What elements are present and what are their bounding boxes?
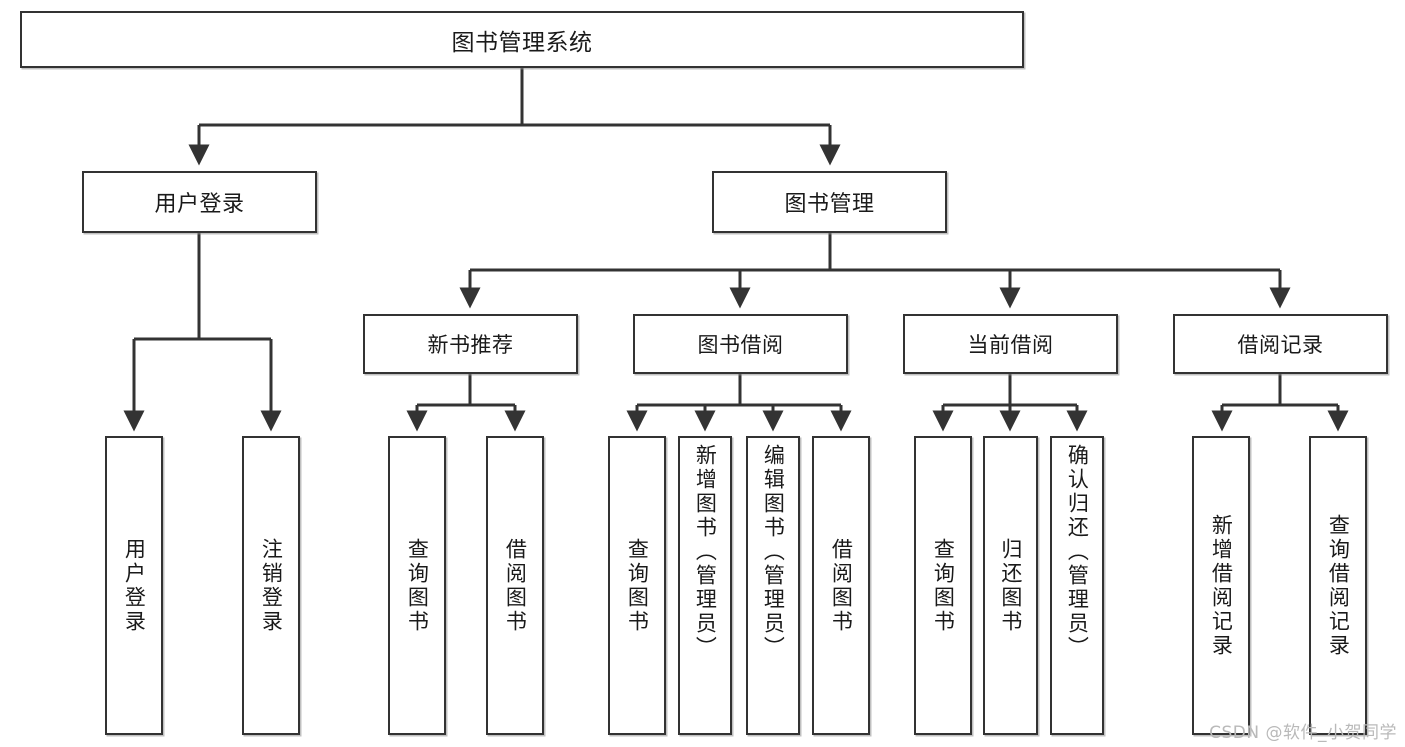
- leaf-current-borrow-return-label: 归还图书: [998, 537, 1023, 634]
- node-borrow-record-label: 借阅记录: [1237, 333, 1324, 357]
- leaf-book-borrow-edit-label: 编辑图书（管理员）: [761, 444, 786, 660]
- leaf-user-login-signin[interactable]: 用户登录: [105, 436, 163, 735]
- leaf-current-borrow-return[interactable]: 归还图书: [983, 436, 1038, 735]
- leaf-user-login-signout[interactable]: 注销登录: [242, 436, 300, 735]
- node-book-manage[interactable]: 图书管理: [712, 171, 947, 233]
- leaf-borrow-record-query[interactable]: 查询借阅记录: [1309, 436, 1367, 735]
- leaf-book-borrow-add[interactable]: 新增图书（管理员）: [678, 436, 732, 735]
- leaf-user-login-signout-label: 注销登录: [259, 537, 284, 634]
- node-current-borrow[interactable]: 当前借阅: [903, 314, 1118, 374]
- leaf-current-borrow-confirm[interactable]: 确认归还（管理员）: [1050, 436, 1104, 735]
- leaf-book-borrow-lend-label: 借阅图书: [829, 537, 854, 634]
- leaf-current-borrow-confirm-label: 确认归还（管理员）: [1065, 444, 1090, 660]
- leaf-book-borrow-edit[interactable]: 编辑图书（管理员）: [746, 436, 800, 735]
- leaf-current-borrow-query[interactable]: 查询图书: [914, 436, 972, 735]
- leaf-book-borrow-query[interactable]: 查询图书: [608, 436, 666, 735]
- leaf-new-book-query-label: 查询图书: [405, 537, 430, 634]
- watermark-text: CSDN @软件_小贺同学: [1209, 723, 1397, 743]
- leaf-book-borrow-lend[interactable]: 借阅图书: [812, 436, 870, 735]
- node-root-system-label: 图书管理系统: [451, 29, 593, 56]
- node-user-login-label: 用户登录: [154, 192, 245, 217]
- leaf-borrow-record-query-label: 查询借阅记录: [1326, 513, 1351, 658]
- leaf-new-book-borrow[interactable]: 借阅图书: [486, 436, 544, 735]
- node-book-manage-label: 图书管理: [784, 192, 875, 217]
- node-borrow-record[interactable]: 借阅记录: [1173, 314, 1388, 374]
- node-current-borrow-label: 当前借阅: [967, 333, 1054, 357]
- leaf-user-login-signin-label: 用户登录: [122, 537, 147, 634]
- node-book-borrow-label: 图书借阅: [697, 333, 784, 357]
- node-book-borrow[interactable]: 图书借阅: [633, 314, 848, 374]
- node-new-book-recommend-label: 新书推荐: [427, 333, 514, 357]
- leaf-current-borrow-query-label: 查询图书: [931, 537, 956, 634]
- leaf-new-book-borrow-label: 借阅图书: [503, 537, 528, 634]
- leaf-borrow-record-add[interactable]: 新增借阅记录: [1192, 436, 1250, 735]
- node-new-book-recommend[interactable]: 新书推荐: [363, 314, 578, 374]
- leaf-book-borrow-add-label: 新增图书（管理员）: [693, 444, 718, 660]
- node-user-login[interactable]: 用户登录: [82, 171, 317, 233]
- leaf-borrow-record-add-label: 新增借阅记录: [1209, 513, 1234, 658]
- leaf-new-book-query[interactable]: 查询图书: [388, 436, 446, 735]
- leaf-book-borrow-query-label: 查询图书: [625, 537, 650, 634]
- node-root-system[interactable]: 图书管理系统: [20, 11, 1024, 68]
